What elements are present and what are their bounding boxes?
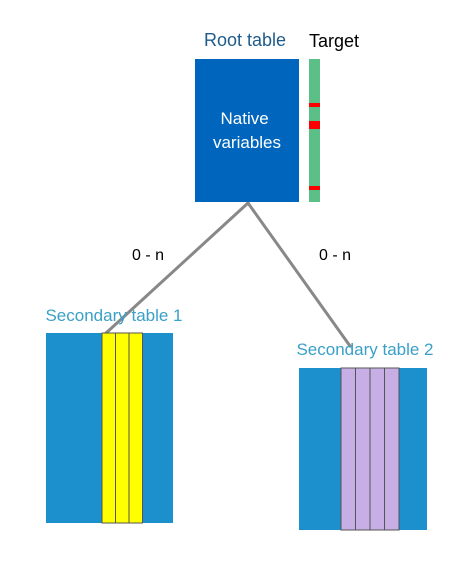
cardinality-label-2: 0 - n — [319, 247, 351, 264]
root-table — [195, 59, 299, 202]
secondary-table-2-column-3 — [369, 367, 385, 531]
secondary-table-1-column-3 — [128, 332, 143, 524]
cardinality-label-1: 0 - n — [132, 247, 164, 264]
target-title: Target — [309, 31, 359, 51]
target-mark-2 — [309, 121, 320, 129]
native-variables-label: Native variables — [213, 109, 281, 152]
secondary-table-2-column-4 — [384, 367, 400, 531]
relation-line-2 — [246, 201, 352, 348]
secondary-table-2-columns — [340, 367, 400, 531]
native-variables-line-1: Native — [221, 109, 269, 128]
relation-line-1 — [103, 201, 250, 336]
secondary-table-1-title: Secondary table 1 — [45, 306, 182, 325]
secondary-table-1-column-2 — [115, 332, 130, 524]
secondary-table-2-title: Secondary table 2 — [296, 340, 433, 359]
secondary-table-1-column-1 — [101, 332, 116, 524]
secondary-table-1-columns — [101, 332, 143, 524]
secondary-table-2-column-1 — [340, 367, 356, 531]
target-mark-1 — [309, 103, 320, 107]
native-variables-line-2: variables — [213, 133, 281, 152]
target-mark-3 — [309, 186, 320, 190]
target-column — [309, 59, 320, 202]
secondary-table-2-column-2 — [355, 367, 371, 531]
root-table-title: Root table — [204, 30, 286, 50]
